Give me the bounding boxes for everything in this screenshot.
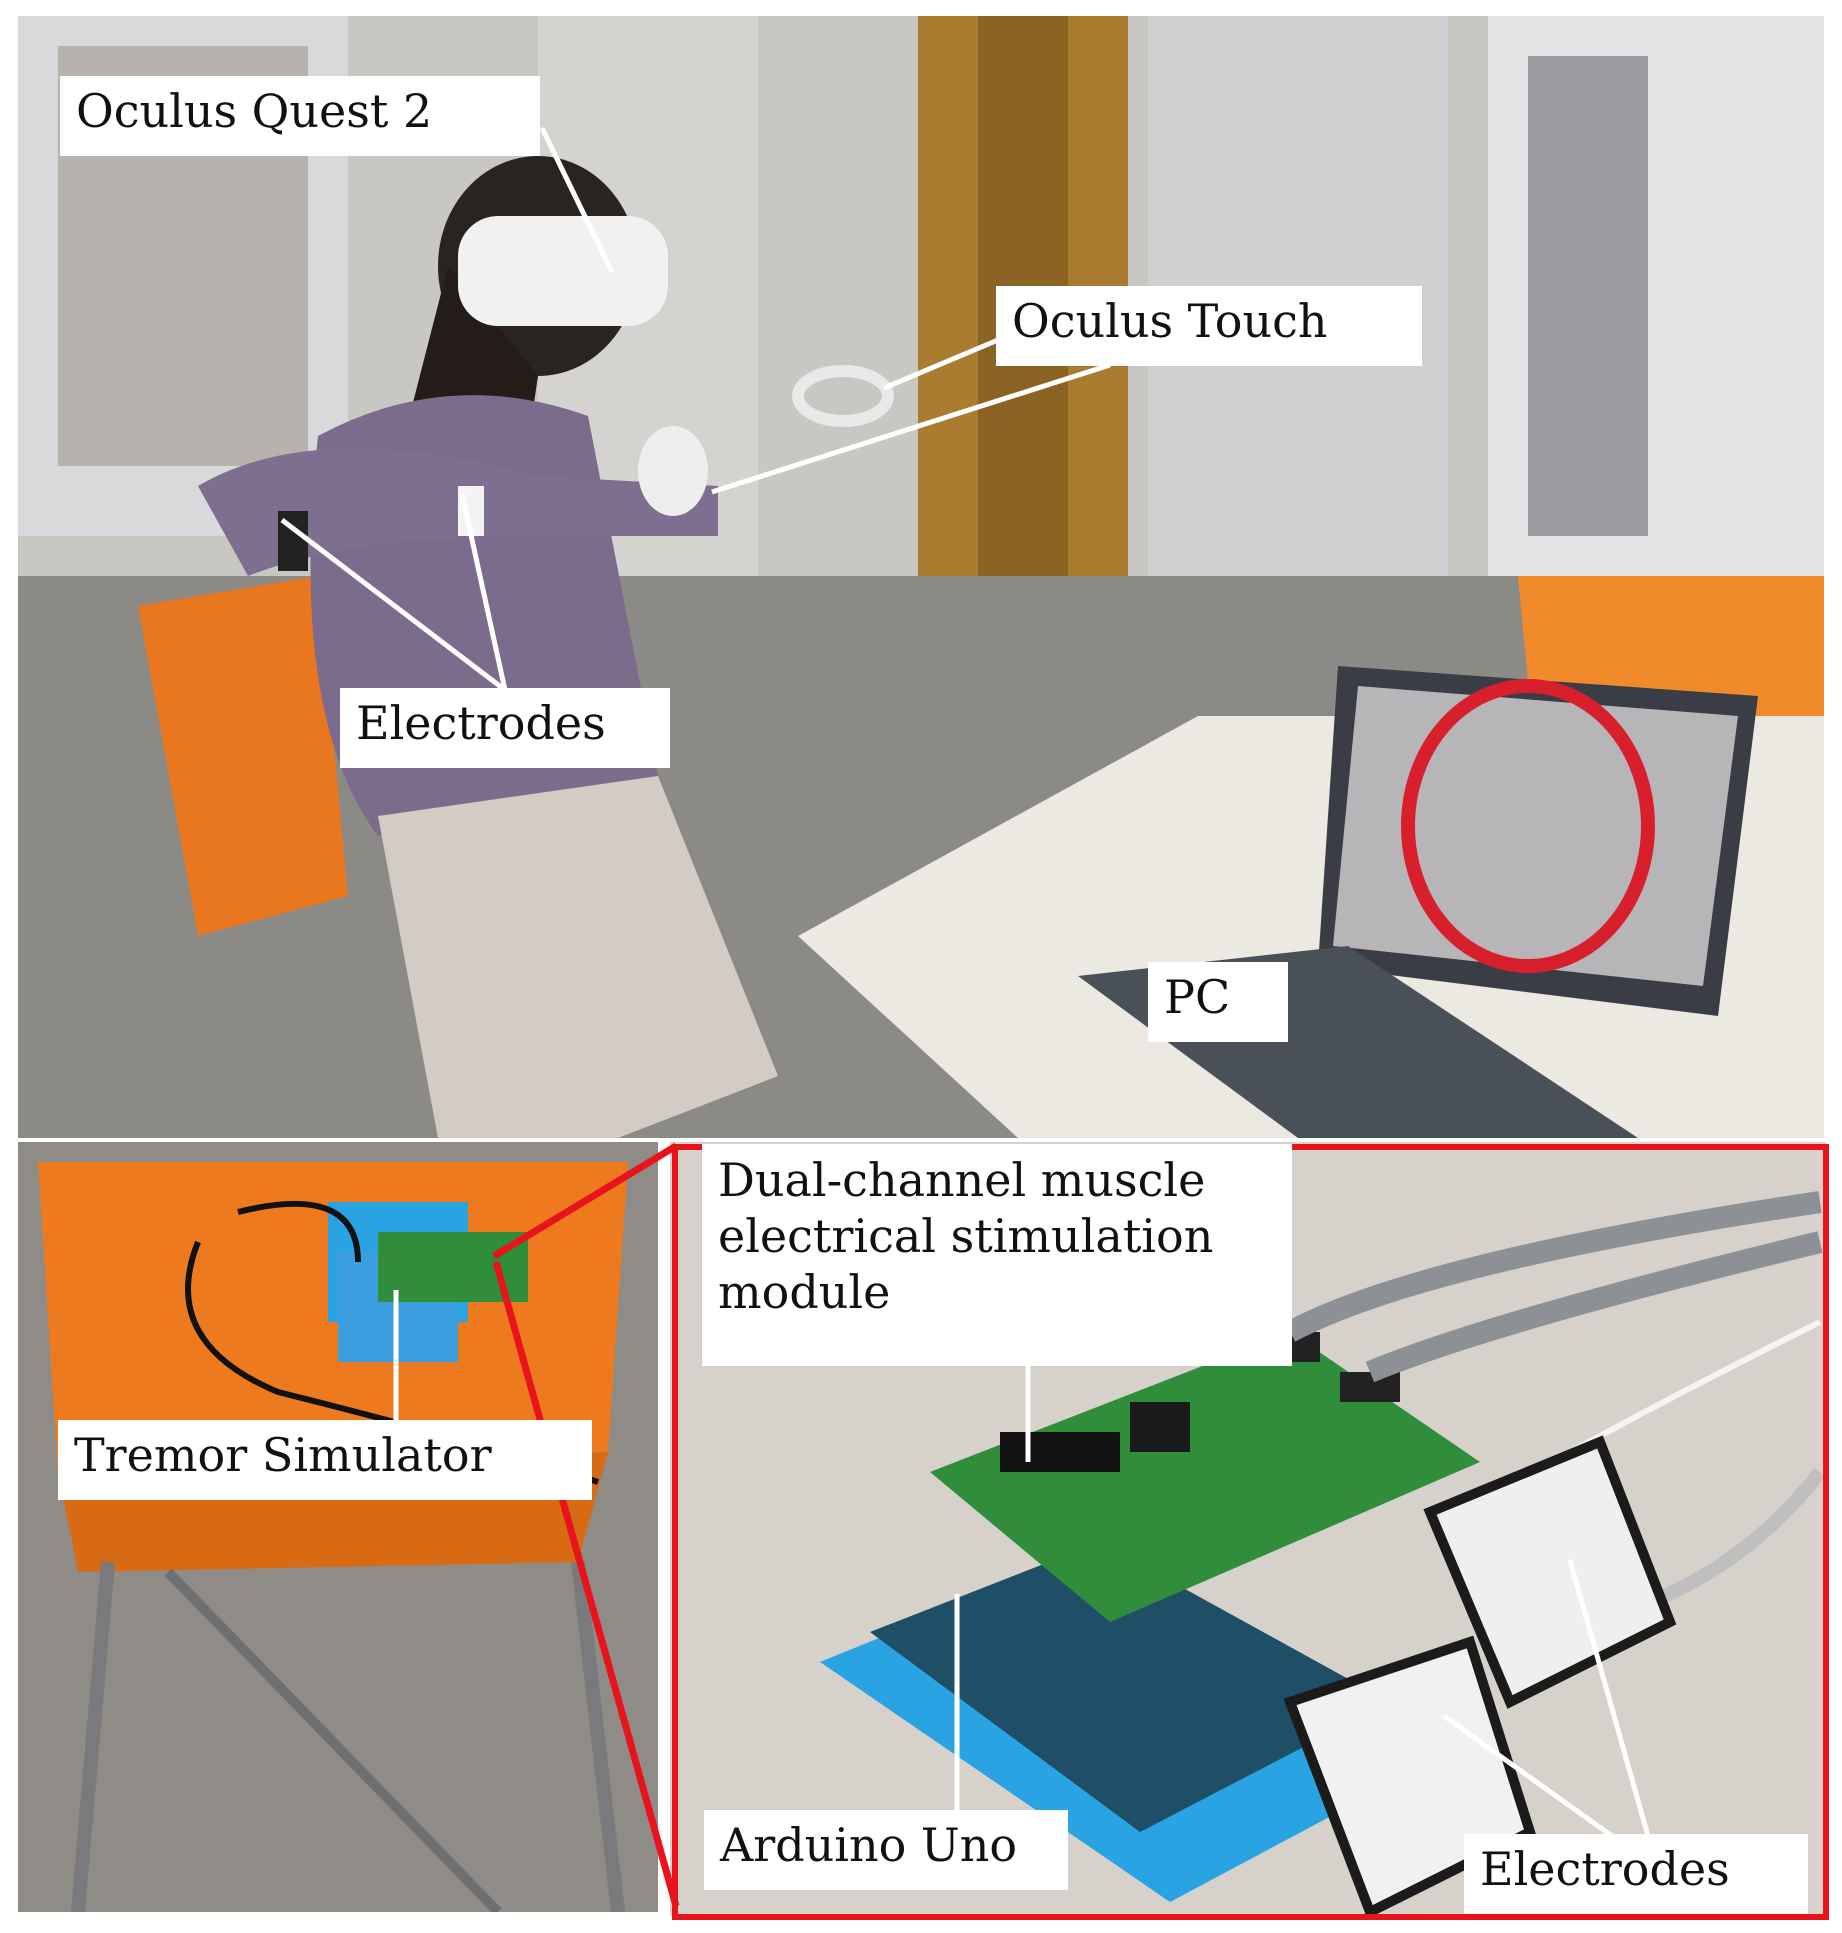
label-stimulation-module: Dual-channel muscle electrical stimulati… [702,1144,1292,1366]
vr-scene-photo [18,16,1824,1138]
tremor-simulator-photo [18,1142,658,1912]
label-pc: PC [1148,962,1288,1042]
label-arduino-uno: Arduino Uno [704,1810,1068,1890]
chair-illustration [18,1142,658,1912]
label-electrodes-top: Electrodes [340,688,670,768]
label-electrodes-bottom: Electrodes [1464,1834,1808,1914]
label-oculus-quest-2: Oculus Quest 2 [60,76,540,156]
label-oculus-touch: Oculus Touch [996,286,1422,366]
vr-scene-illustration [18,16,1824,1138]
label-tremor-simulator: Tremor Simulator [58,1420,592,1500]
